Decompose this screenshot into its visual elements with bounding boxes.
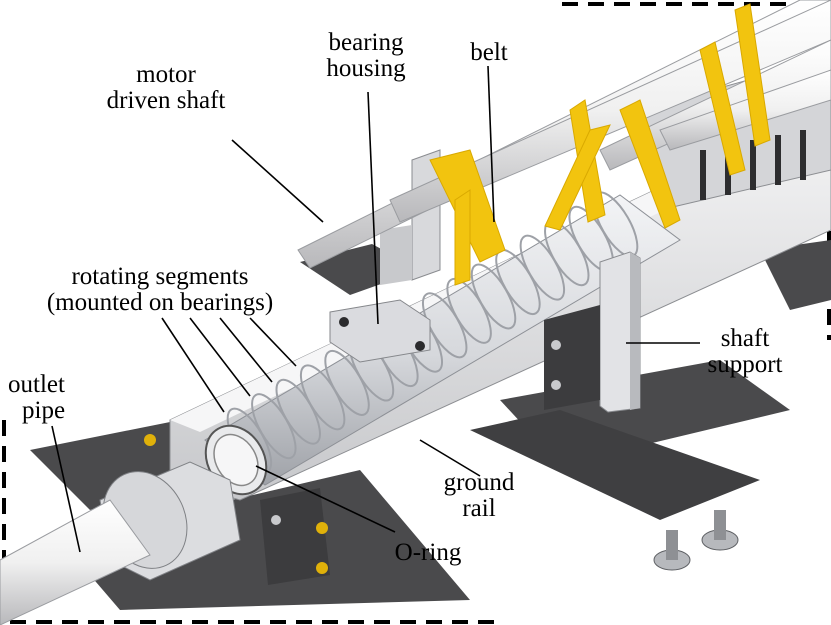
label-line: (mounted on bearings) [46, 289, 274, 316]
label-line: O-ring [394, 539, 462, 566]
label-line: support [707, 351, 783, 378]
leader-segments-1 [161, 317, 225, 413]
label-o-ring: O-ring [378, 540, 478, 566]
leader-motor-driven-shaft [231, 139, 324, 223]
label-line: pipe [22, 397, 66, 424]
label-line: ground [443, 469, 515, 496]
label-line: bearing [328, 29, 404, 56]
rotating-segments-cylinder [204, 191, 681, 486]
label-motor-driven-shaft: motor driven shaft [66, 62, 266, 114]
leader-segments-4 [249, 317, 297, 367]
shaft-support-post [599, 251, 641, 413]
leader-bearing-housing [367, 91, 379, 325]
rail-mount-blocks [144, 305, 600, 585]
label-line: belt [470, 39, 508, 66]
leveling-feet [653, 510, 739, 571]
leader-lines [51, 65, 700, 553]
belts [429, 3, 771, 286]
label-line: housing [326, 55, 406, 82]
leader-outlet-pipe [51, 425, 81, 553]
label-line: outlet [8, 371, 65, 398]
label-bearing-housing: bearing housing [296, 30, 436, 82]
label-line: rotating segments [71, 263, 249, 290]
leader-belt [487, 65, 495, 223]
label-outlet-pipe: outlet pipe [8, 372, 78, 424]
bearing-housing-block [329, 299, 431, 363]
label-shaft-support: shaft support [690, 326, 800, 378]
label-line: driven shaft [106, 87, 226, 114]
leader-segments-2 [189, 317, 251, 397]
leader-o-ring [255, 465, 396, 533]
label-belt: belt [454, 40, 524, 66]
label-line: motor [136, 61, 196, 88]
label-rotating-segments: rotating segments (mounted on bearings) [0, 264, 320, 316]
dashed-frame-bottom-left [2, 420, 500, 624]
leader-ground-rail [419, 439, 481, 477]
label-line: shaft [720, 325, 770, 352]
leader-segments-3 [219, 317, 273, 383]
label-line: rail [462, 495, 496, 522]
label-ground-rail: ground rail [424, 470, 534, 522]
